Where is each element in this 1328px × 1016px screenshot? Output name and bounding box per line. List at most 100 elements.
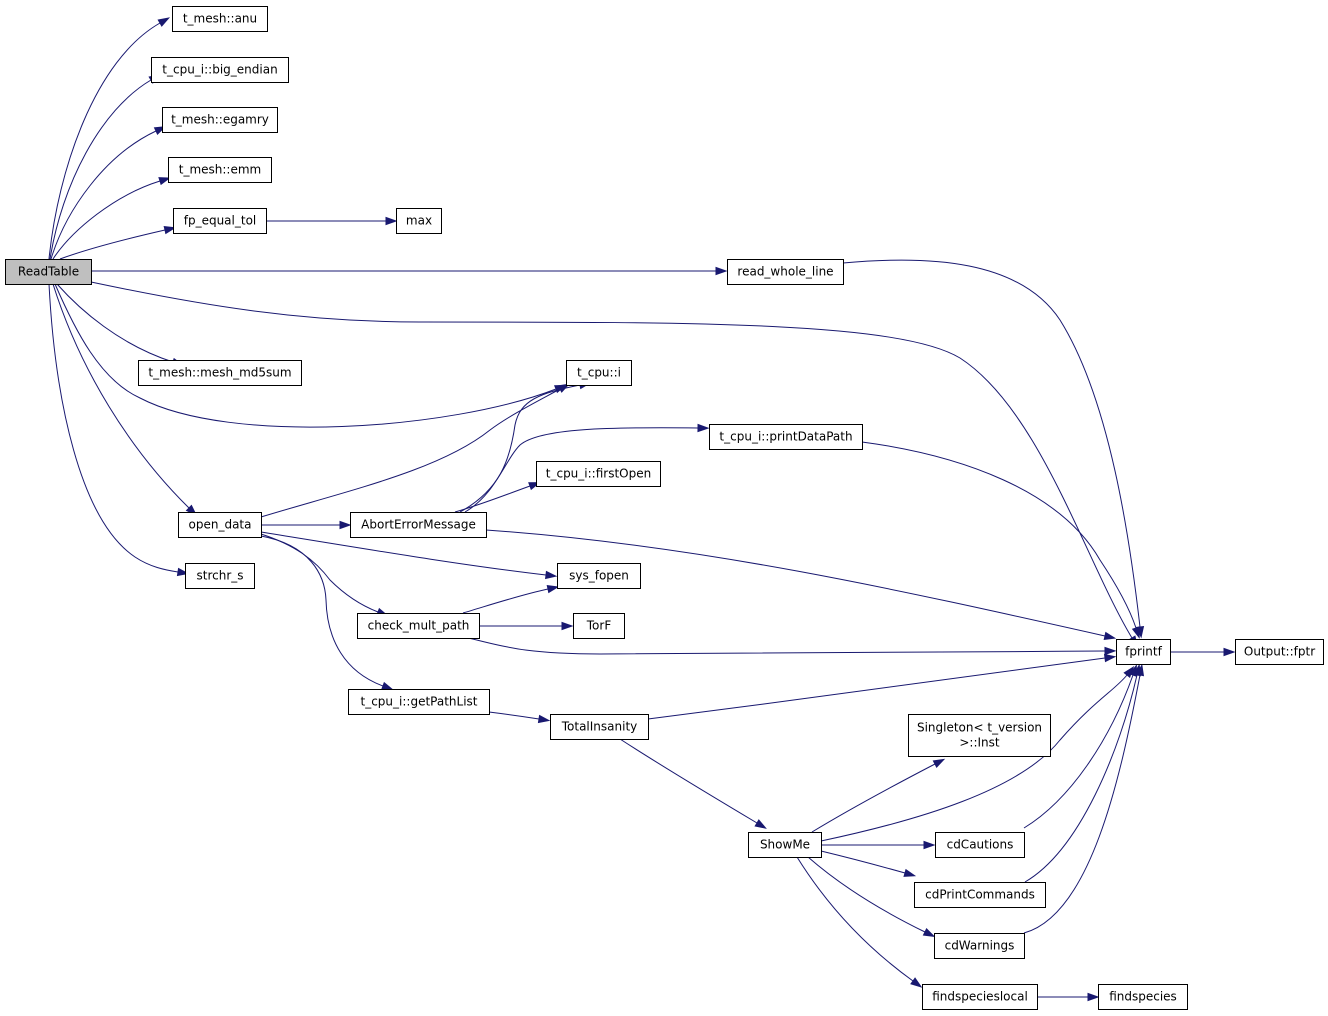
edge-line [619, 738, 758, 824]
node-box[interactable] [1116, 639, 1171, 665]
node-box[interactable] [1098, 984, 1188, 1010]
edge-aborterrormessage-to-printdatapath [464, 423, 710, 513]
arrowhead-icon [1223, 647, 1236, 657]
node-totalinsanity[interactable]: TotalInsanity [550, 714, 649, 740]
edge-readtable-to-fp_equal_tol [59, 226, 177, 260]
node-box[interactable] [396, 208, 442, 234]
node-cdcautions[interactable]: cdCautions [935, 832, 1025, 858]
node-box[interactable] [350, 512, 487, 538]
node-label: findspecies [1109, 990, 1177, 1004]
node-egamry[interactable]: t_mesh::egamry [162, 107, 278, 133]
node-label: read_whole_line [737, 265, 833, 279]
node-box[interactable] [173, 208, 267, 234]
node-fprintf[interactable]: fprintf [1116, 639, 1171, 665]
node-fp-equal-tol[interactable]: fp_equal_tol [173, 208, 267, 234]
edge-check_mult_path-to-sys_fopen [462, 584, 560, 614]
edge-showme-to-cdcautions [820, 840, 936, 850]
edge-line [1023, 674, 1141, 934]
arrowhead-icon [903, 868, 917, 877]
edge-line [52, 180, 161, 260]
edge-readtable-to-open_data [52, 283, 198, 517]
node-box[interactable] [922, 984, 1038, 1010]
node-singleton-inst[interactable]: Singleton< t_version>::Inst [908, 714, 1051, 757]
edge-readtable-to-strchr_s [48, 283, 190, 577]
edge-line [647, 657, 1106, 720]
arrowhead-icon [923, 840, 936, 850]
node-box[interactable] [1235, 639, 1324, 665]
node-box[interactable] [138, 360, 302, 386]
node-read-whole-line[interactable]: read_whole_line [727, 259, 844, 285]
node-label: >::Inst [959, 736, 1000, 750]
node-sys-fopen[interactable]: sys_fopen [557, 563, 641, 589]
node-check-mult-path[interactable]: check_mult_path [357, 613, 480, 639]
node-big-endian[interactable]: t_cpu_i::big_endian [151, 57, 289, 83]
node-box[interactable] [357, 613, 480, 639]
node-box[interactable] [709, 424, 863, 450]
node-label: cdCautions [947, 838, 1014, 852]
node-output-fptr[interactable]: Output::fptr [1235, 639, 1324, 665]
edge-getpathlist-to-totalinsanity [488, 711, 551, 724]
node-box[interactable] [727, 259, 844, 285]
node-box[interactable] [550, 714, 649, 740]
edge-line [48, 283, 179, 573]
node-box[interactable] [557, 563, 641, 589]
node-box[interactable] [536, 461, 661, 487]
edge-check_mult_path-to-fprintf [467, 637, 1117, 656]
arrowhead-icon [561, 621, 574, 631]
node-max[interactable]: max [396, 208, 442, 234]
arrowhead-icon [339, 520, 352, 530]
arrowhead-icon [157, 17, 171, 27]
node-getpathlist[interactable]: t_cpu_i::getPathList [348, 689, 490, 715]
node-label: ShowMe [760, 838, 810, 852]
node-box[interactable] [151, 57, 289, 83]
edge-printdatapath-to-fprintf [861, 441, 1140, 639]
node-box[interactable] [748, 832, 822, 858]
node-label: t_cpu_i::getPathList [361, 695, 478, 709]
arrowhead-icon [910, 977, 923, 988]
node-torf[interactable]: TorF [573, 613, 625, 639]
arrowhead-icon [1087, 992, 1100, 1002]
edge-line [796, 856, 914, 982]
node-box[interactable] [935, 832, 1025, 858]
node-label: sys_fopen [569, 569, 629, 583]
node-box[interactable] [914, 882, 1046, 908]
edge-line [820, 850, 906, 874]
node-cdprintcommands[interactable]: cdPrintCommands [914, 882, 1046, 908]
node-showme[interactable]: ShowMe [748, 832, 822, 858]
node-box[interactable] [172, 6, 268, 32]
arrowhead-icon [922, 928, 936, 938]
edge-totalinsanity-to-fprintf [647, 653, 1117, 720]
node-label: t_cpu_i::big_endian [162, 63, 277, 77]
node-box[interactable] [5, 259, 92, 285]
node-label: TotalInsanity [561, 720, 638, 734]
arrowhead-icon [1135, 663, 1145, 677]
node-readtable[interactable]: ReadTable [5, 259, 92, 285]
node-label: cdWarnings [945, 939, 1015, 953]
edge-aborterrormessage-to-fprintf [485, 529, 1117, 640]
node-mesh-md5sum[interactable]: t_mesh::mesh_md5sum [138, 360, 302, 386]
edge-read_whole_line-to-fprintf [842, 259, 1145, 639]
node-strchr-s[interactable]: strchr_s [185, 563, 255, 589]
node-open-data[interactable]: open_data [178, 512, 262, 538]
edge-line [807, 856, 926, 933]
node-box[interactable] [162, 107, 278, 133]
edge-readtable-to-read_whole_line [90, 266, 728, 276]
node-box[interactable] [908, 714, 1051, 757]
node-box[interactable] [934, 933, 1025, 959]
node-box[interactable] [185, 563, 255, 589]
node-box[interactable] [566, 360, 632, 386]
node-t-cpu-i[interactable]: t_cpu::i [566, 360, 632, 386]
node-aborterrormessage[interactable]: AbortErrorMessage [350, 512, 487, 538]
node-findspecies[interactable]: findspecies [1098, 984, 1188, 1010]
arrowhead-icon [697, 423, 710, 433]
node-emm[interactable]: t_mesh::emm [168, 157, 272, 183]
node-box[interactable] [348, 689, 490, 715]
node-printdatapath[interactable]: t_cpu_i::printDataPath [709, 424, 863, 450]
node-box[interactable] [168, 157, 272, 183]
node-box[interactable] [178, 512, 262, 538]
node-cdwarnings[interactable]: cdWarnings [934, 933, 1025, 959]
node-box[interactable] [573, 613, 625, 639]
node-firstopen[interactable]: t_cpu_i::firstOpen [536, 461, 661, 487]
node-anu[interactable]: t_mesh::anu [172, 6, 268, 32]
node-findspecieslocal[interactable]: findspecieslocal [922, 984, 1038, 1010]
